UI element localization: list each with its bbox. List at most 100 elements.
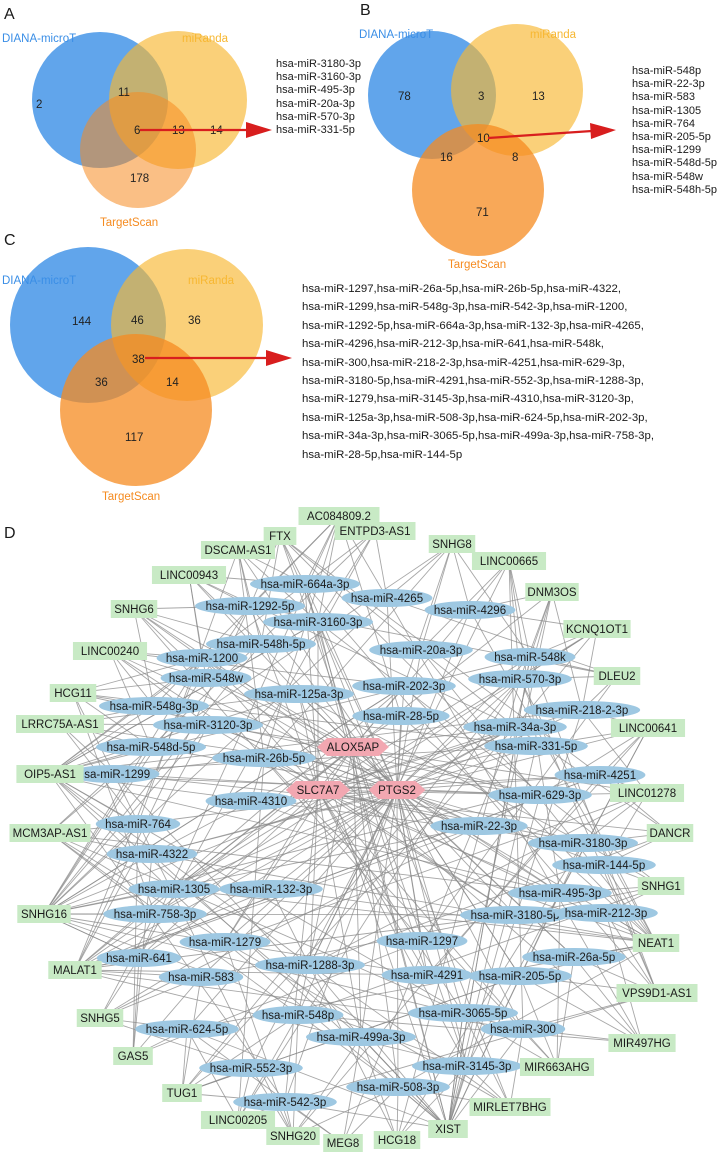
mirna-node[interactable]: hsa-miR-548d-5p bbox=[96, 738, 206, 756]
gene-node[interactable]: PTGS2 bbox=[368, 781, 426, 799]
lncrna-node[interactable]: TUG1 bbox=[162, 1084, 202, 1102]
lncrna-node[interactable]: HCG18 bbox=[373, 1131, 421, 1149]
lncrna-node[interactable]: SNHG16 bbox=[17, 905, 71, 923]
lncrna-node[interactable]: MIR663AHG bbox=[519, 1058, 595, 1076]
mirna-node[interactable]: hsa-miR-1297 bbox=[376, 932, 468, 950]
mirna-node[interactable]: hsa-miR-4296 bbox=[424, 601, 516, 619]
lncrna-node[interactable]: LINC00240 bbox=[72, 642, 148, 660]
lncrna-node[interactable]: MEG8 bbox=[323, 1134, 363, 1152]
lncrna-node[interactable]: MIR497HG bbox=[608, 1034, 676, 1052]
mirna-node[interactable]: hsa-miR-641 bbox=[96, 949, 182, 967]
lncrna-node[interactable]: ENTPD3-AS1 bbox=[334, 522, 416, 540]
mirna-node[interactable]: hsa-miR-624-5p bbox=[135, 1020, 239, 1038]
network-edge bbox=[447, 794, 541, 1130]
mirna-node[interactable]: hsa-miR-1279 bbox=[179, 933, 271, 951]
mirna-node[interactable]: hsa-miR-212-3p bbox=[554, 904, 658, 922]
mirna-node[interactable]: hsa-miR-548p bbox=[252, 1006, 344, 1024]
lncrna-node[interactable]: LINC01278 bbox=[609, 784, 685, 802]
lncrna-node[interactable]: SNHG8 bbox=[428, 535, 476, 553]
venn-b-miranda-label: miRanda bbox=[530, 29, 577, 41]
mirna-node[interactable]: hsa-miR-1292-5p bbox=[195, 597, 305, 615]
mirna-node-shape bbox=[195, 597, 305, 615]
lncrna-node[interactable]: LRRC75A-AS1 bbox=[16, 715, 104, 733]
mirna-list-item: hsa-miR-1299 bbox=[632, 144, 702, 157]
gene-node[interactable]: ALOX5AP bbox=[317, 738, 389, 756]
mirna-node[interactable]: hsa-miR-3160-3p bbox=[263, 613, 373, 631]
mirna-node[interactable]: hsa-miR-548w bbox=[160, 669, 252, 687]
mirna-node-shape bbox=[156, 649, 248, 667]
mirna-node[interactable]: hsa-miR-542-3p bbox=[233, 1093, 337, 1111]
mirna-node[interactable]: hsa-miR-3180-3p bbox=[528, 834, 638, 852]
mirna-node[interactable]: hsa-miR-1305 bbox=[128, 880, 220, 898]
mirna-node[interactable]: hsa-miR-331-5p bbox=[484, 737, 588, 755]
lncrna-node[interactable]: LINC00665 bbox=[471, 552, 547, 570]
mirna-node[interactable]: hsa-miR-34a-3p bbox=[463, 718, 567, 736]
mirna-node[interactable]: hsa-miR-4265 bbox=[341, 589, 433, 607]
lncrna-node[interactable]: LINC00641 bbox=[610, 719, 686, 737]
lncrna-node[interactable]: DNM3OS bbox=[525, 583, 579, 601]
node-label: SLC7A7 bbox=[297, 785, 340, 797]
lncrna-node[interactable]: SNHG20 bbox=[266, 1127, 320, 1145]
mirna-node[interactable]: hsa-miR-552-3p bbox=[199, 1059, 303, 1077]
mirna-node[interactable]: hsa-miR-4322 bbox=[106, 845, 198, 863]
lncrna-node[interactable]: LINC00943 bbox=[151, 566, 227, 584]
panel-letter-b: B bbox=[360, 2, 371, 19]
lncrna-node[interactable]: DLEU2 bbox=[593, 667, 641, 685]
mirna-node[interactable]: hsa-miR-548h-5p bbox=[206, 635, 316, 653]
mirna-node[interactable]: hsa-miR-508-3p bbox=[346, 1078, 450, 1096]
lncrna-node[interactable]: XIST bbox=[428, 1120, 468, 1138]
lncrna-node[interactable]: AC084809.2 bbox=[298, 507, 380, 525]
lncrna-node[interactable]: DSCAM-AS1 bbox=[200, 541, 276, 559]
mirna-node[interactable]: hsa-miR-125a-3p bbox=[244, 685, 354, 703]
mirna-node[interactable]: hsa-miR-3065-5p bbox=[408, 1004, 518, 1022]
lncrna-node[interactable]: KCNQ1OT1 bbox=[563, 620, 631, 638]
mirna-node[interactable]: hsa-miR-4251 bbox=[554, 766, 646, 784]
mirna-node[interactable]: hsa-miR-3120-3p bbox=[153, 716, 263, 734]
mirna-node[interactable]: hsa-miR-26a-5p bbox=[522, 948, 626, 966]
mirna-node[interactable]: hsa-miR-1299 bbox=[68, 765, 160, 783]
lncrna-node[interactable]: SNHG5 bbox=[76, 1009, 124, 1027]
mirna-node[interactable]: hsa-miR-570-3p bbox=[468, 670, 572, 688]
lncrna-node[interactable]: NEAT1 bbox=[632, 934, 680, 952]
lncrna-node[interactable]: GAS5 bbox=[113, 1047, 153, 1065]
mirna-node[interactable]: hsa-miR-144-5p bbox=[552, 856, 656, 874]
gene-node[interactable]: SLC7A7 bbox=[285, 781, 351, 799]
mirna-node[interactable]: hsa-miR-758-3p bbox=[103, 905, 207, 923]
mirna-node[interactable]: hsa-miR-764 bbox=[95, 815, 181, 833]
mirna-node[interactable]: hsa-miR-664a-3p bbox=[250, 575, 360, 593]
mirna-node[interactable]: hsa-miR-4291 bbox=[381, 966, 473, 984]
lncrna-node[interactable]: MCM3AP-AS1 bbox=[9, 824, 91, 842]
mirna-node[interactable]: hsa-miR-132-3p bbox=[219, 880, 323, 898]
mirna-node[interactable]: hsa-miR-3145-3p bbox=[412, 1057, 522, 1075]
lncrna-node[interactable]: SNHG1 bbox=[637, 877, 685, 895]
mirna-node[interactable]: hsa-miR-205-5p bbox=[468, 967, 572, 985]
mirna-node[interactable]: hsa-miR-22-3p bbox=[430, 817, 528, 835]
lncrna-node[interactable]: FTX bbox=[263, 527, 297, 545]
mirna-node[interactable]: hsa-miR-20a-3p bbox=[369, 641, 473, 659]
mirna-node[interactable]: hsa-miR-548g-3p bbox=[99, 697, 209, 715]
mirna-node[interactable]: hsa-miR-583 bbox=[158, 968, 244, 986]
lncrna-node[interactable]: OIP5-AS1 bbox=[16, 765, 84, 783]
mirna-node[interactable]: hsa-miR-495-3p bbox=[508, 884, 612, 902]
mirna-node[interactable]: hsa-miR-499a-3p bbox=[306, 1028, 416, 1046]
lncrna-node[interactable]: SNHG6 bbox=[110, 600, 158, 618]
mirna-node[interactable]: hsa-miR-1288-3p bbox=[255, 956, 365, 974]
mirna-node[interactable]: hsa-miR-1200 bbox=[156, 649, 248, 667]
mirna-node[interactable]: hsa-miR-26b-5p bbox=[212, 749, 316, 767]
mirna-list-item: hsa-miR-300,hsa-miR-218-2-3p,hsa-miR-425… bbox=[302, 356, 625, 369]
network-edge bbox=[581, 628, 598, 711]
mirna-node[interactable]: hsa-miR-4310 bbox=[205, 792, 297, 810]
mirna-node[interactable]: hsa-miR-202-3p bbox=[352, 677, 456, 695]
lncrna-node[interactable]: VPS9D1-AS1 bbox=[616, 984, 698, 1002]
mirna-node[interactable]: hsa-miR-300 bbox=[480, 1020, 566, 1038]
lncrna-node[interactable]: DANCR bbox=[646, 824, 694, 842]
lncrna-node[interactable]: MALAT1 bbox=[48, 961, 102, 979]
mirna-node[interactable]: hsa-miR-218-2-3p bbox=[523, 701, 641, 719]
mirna-node[interactable]: hsa-miR-3180-5p bbox=[460, 906, 570, 924]
mirna-node[interactable]: hsa-miR-548k bbox=[484, 648, 576, 666]
lncrna-node[interactable]: MIRLET7BHG bbox=[469, 1098, 551, 1116]
mirna-node[interactable]: hsa-miR-28-5p bbox=[352, 707, 450, 725]
mirna-node[interactable]: hsa-miR-629-3p bbox=[488, 786, 592, 804]
lncrna-node[interactable]: LINC00205 bbox=[200, 1111, 276, 1129]
lncrna-node[interactable]: HCG11 bbox=[49, 684, 97, 702]
